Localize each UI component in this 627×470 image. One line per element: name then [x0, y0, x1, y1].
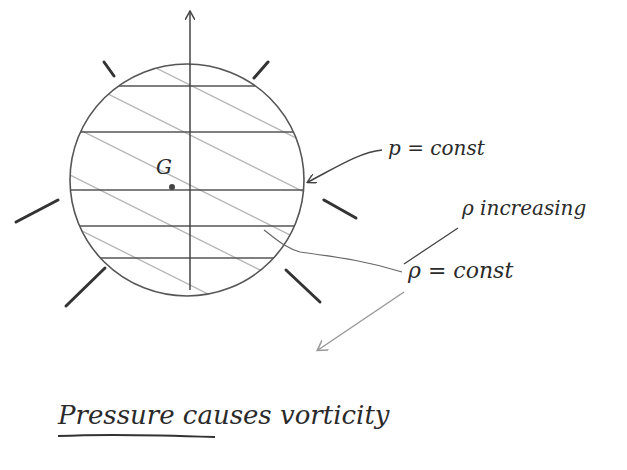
pressure-label: p = const	[388, 136, 485, 160]
pressure-arrows	[16, 62, 356, 306]
centre-label: G	[156, 155, 172, 179]
caption-underline	[58, 435, 215, 437]
vertical-axis	[189, 12, 191, 290]
leader-line	[308, 150, 382, 182]
density-label: ρ increasing	[462, 196, 586, 220]
leader-line	[264, 230, 402, 272]
gradient-arrow	[318, 292, 404, 350]
body-outline	[70, 64, 304, 296]
centre-dot	[169, 184, 175, 190]
density-label: ρ = const	[408, 258, 513, 283]
caption: Pressure causes vorticity	[58, 400, 390, 430]
